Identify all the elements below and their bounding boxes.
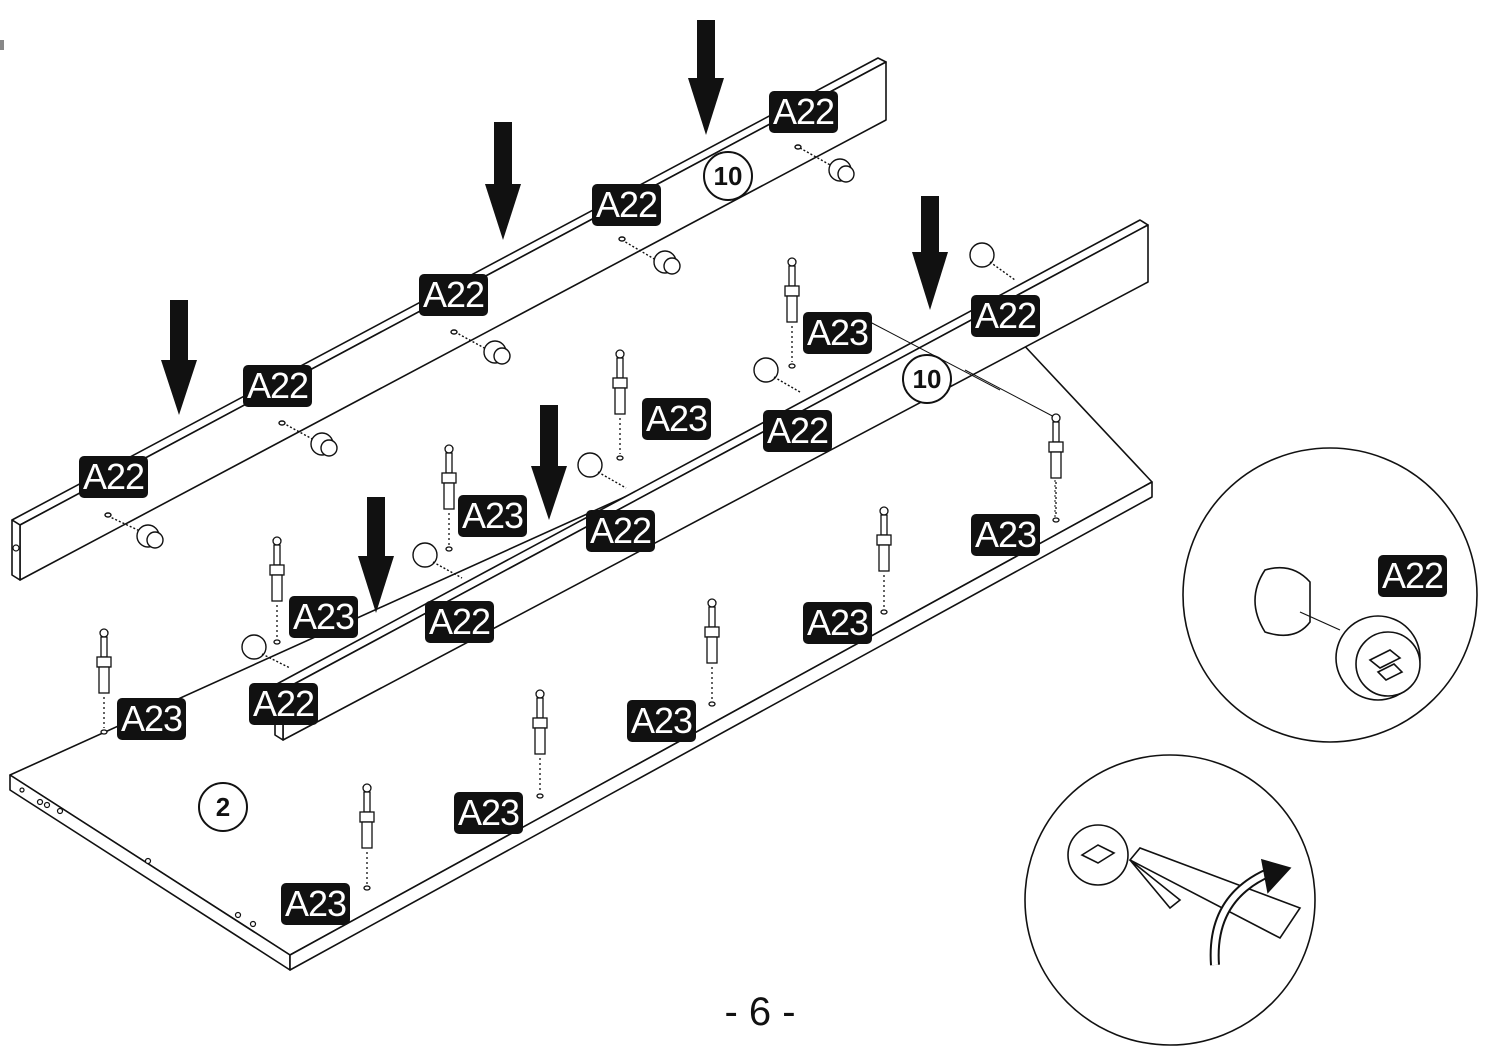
screwdriver-detail-circle: [1024, 754, 1316, 1046]
label-a23: A23: [803, 602, 873, 644]
cam-dowel: [876, 506, 892, 615]
cam-dowels: [96, 257, 1064, 891]
label-a22: A22: [763, 410, 833, 452]
label-a22: A22: [79, 456, 149, 498]
cam-lock: [278, 420, 338, 457]
label-a22: A22: [425, 601, 495, 643]
cam-dowel: [532, 689, 548, 799]
label-a22: A22: [243, 365, 313, 407]
arrow-1: [688, 20, 724, 135]
cam-dowel: [612, 349, 628, 461]
label-a22: A22: [249, 683, 319, 725]
cam-lock: [104, 512, 164, 549]
cam-lock: [450, 329, 511, 365]
panel-number-2: 2: [198, 782, 248, 832]
arrows: [161, 20, 948, 613]
cam-dowel: [269, 536, 285, 645]
arrow-6: [358, 497, 394, 613]
cam-dowel: [359, 783, 375, 891]
arrow-3: [161, 300, 197, 415]
label-a23: A23: [803, 312, 873, 354]
cam-lock-detail-circle: [1182, 447, 1478, 743]
arrow-2: [485, 122, 521, 240]
cam-dowel: [1048, 413, 1064, 523]
cam-lock: [794, 144, 855, 183]
panel-2-board: [9, 324, 1153, 971]
cam-lock: [753, 357, 801, 393]
detail-label-a22: A22: [1378, 555, 1448, 597]
cam-dowel: [784, 257, 800, 369]
label-a23: A23: [627, 700, 697, 742]
label-a22: A22: [592, 184, 662, 226]
label-a23: A23: [289, 596, 359, 638]
corner-mark: [0, 40, 4, 50]
arrow-5: [531, 405, 567, 520]
label-a22: A22: [971, 295, 1041, 337]
cam-lock: [969, 242, 1016, 281]
label-a22: A22: [769, 91, 839, 133]
label-a23: A23: [971, 514, 1041, 556]
cam-locks: [104, 144, 1016, 669]
cam-lock: [618, 236, 681, 275]
label-a23: A23: [454, 792, 524, 834]
label-a23: A23: [117, 698, 187, 740]
arrow-4: [912, 196, 948, 310]
cam-lock: [241, 634, 291, 669]
page-number: - 6 -: [724, 990, 796, 1034]
cam-dowel: [441, 444, 457, 552]
panel-number-10-right: 10: [902, 354, 952, 404]
label-a22: A22: [419, 274, 489, 316]
cam-lock: [577, 452, 627, 489]
cam-dowel: [704, 598, 720, 707]
label-a22: A22: [586, 510, 656, 552]
label-a23: A23: [281, 883, 351, 925]
cam-lock: [412, 542, 463, 579]
label-a23: A23: [458, 495, 528, 537]
panel-number-10-left: 10: [703, 151, 753, 201]
label-a23: A23: [642, 398, 712, 440]
cam-dowel: [96, 628, 112, 735]
